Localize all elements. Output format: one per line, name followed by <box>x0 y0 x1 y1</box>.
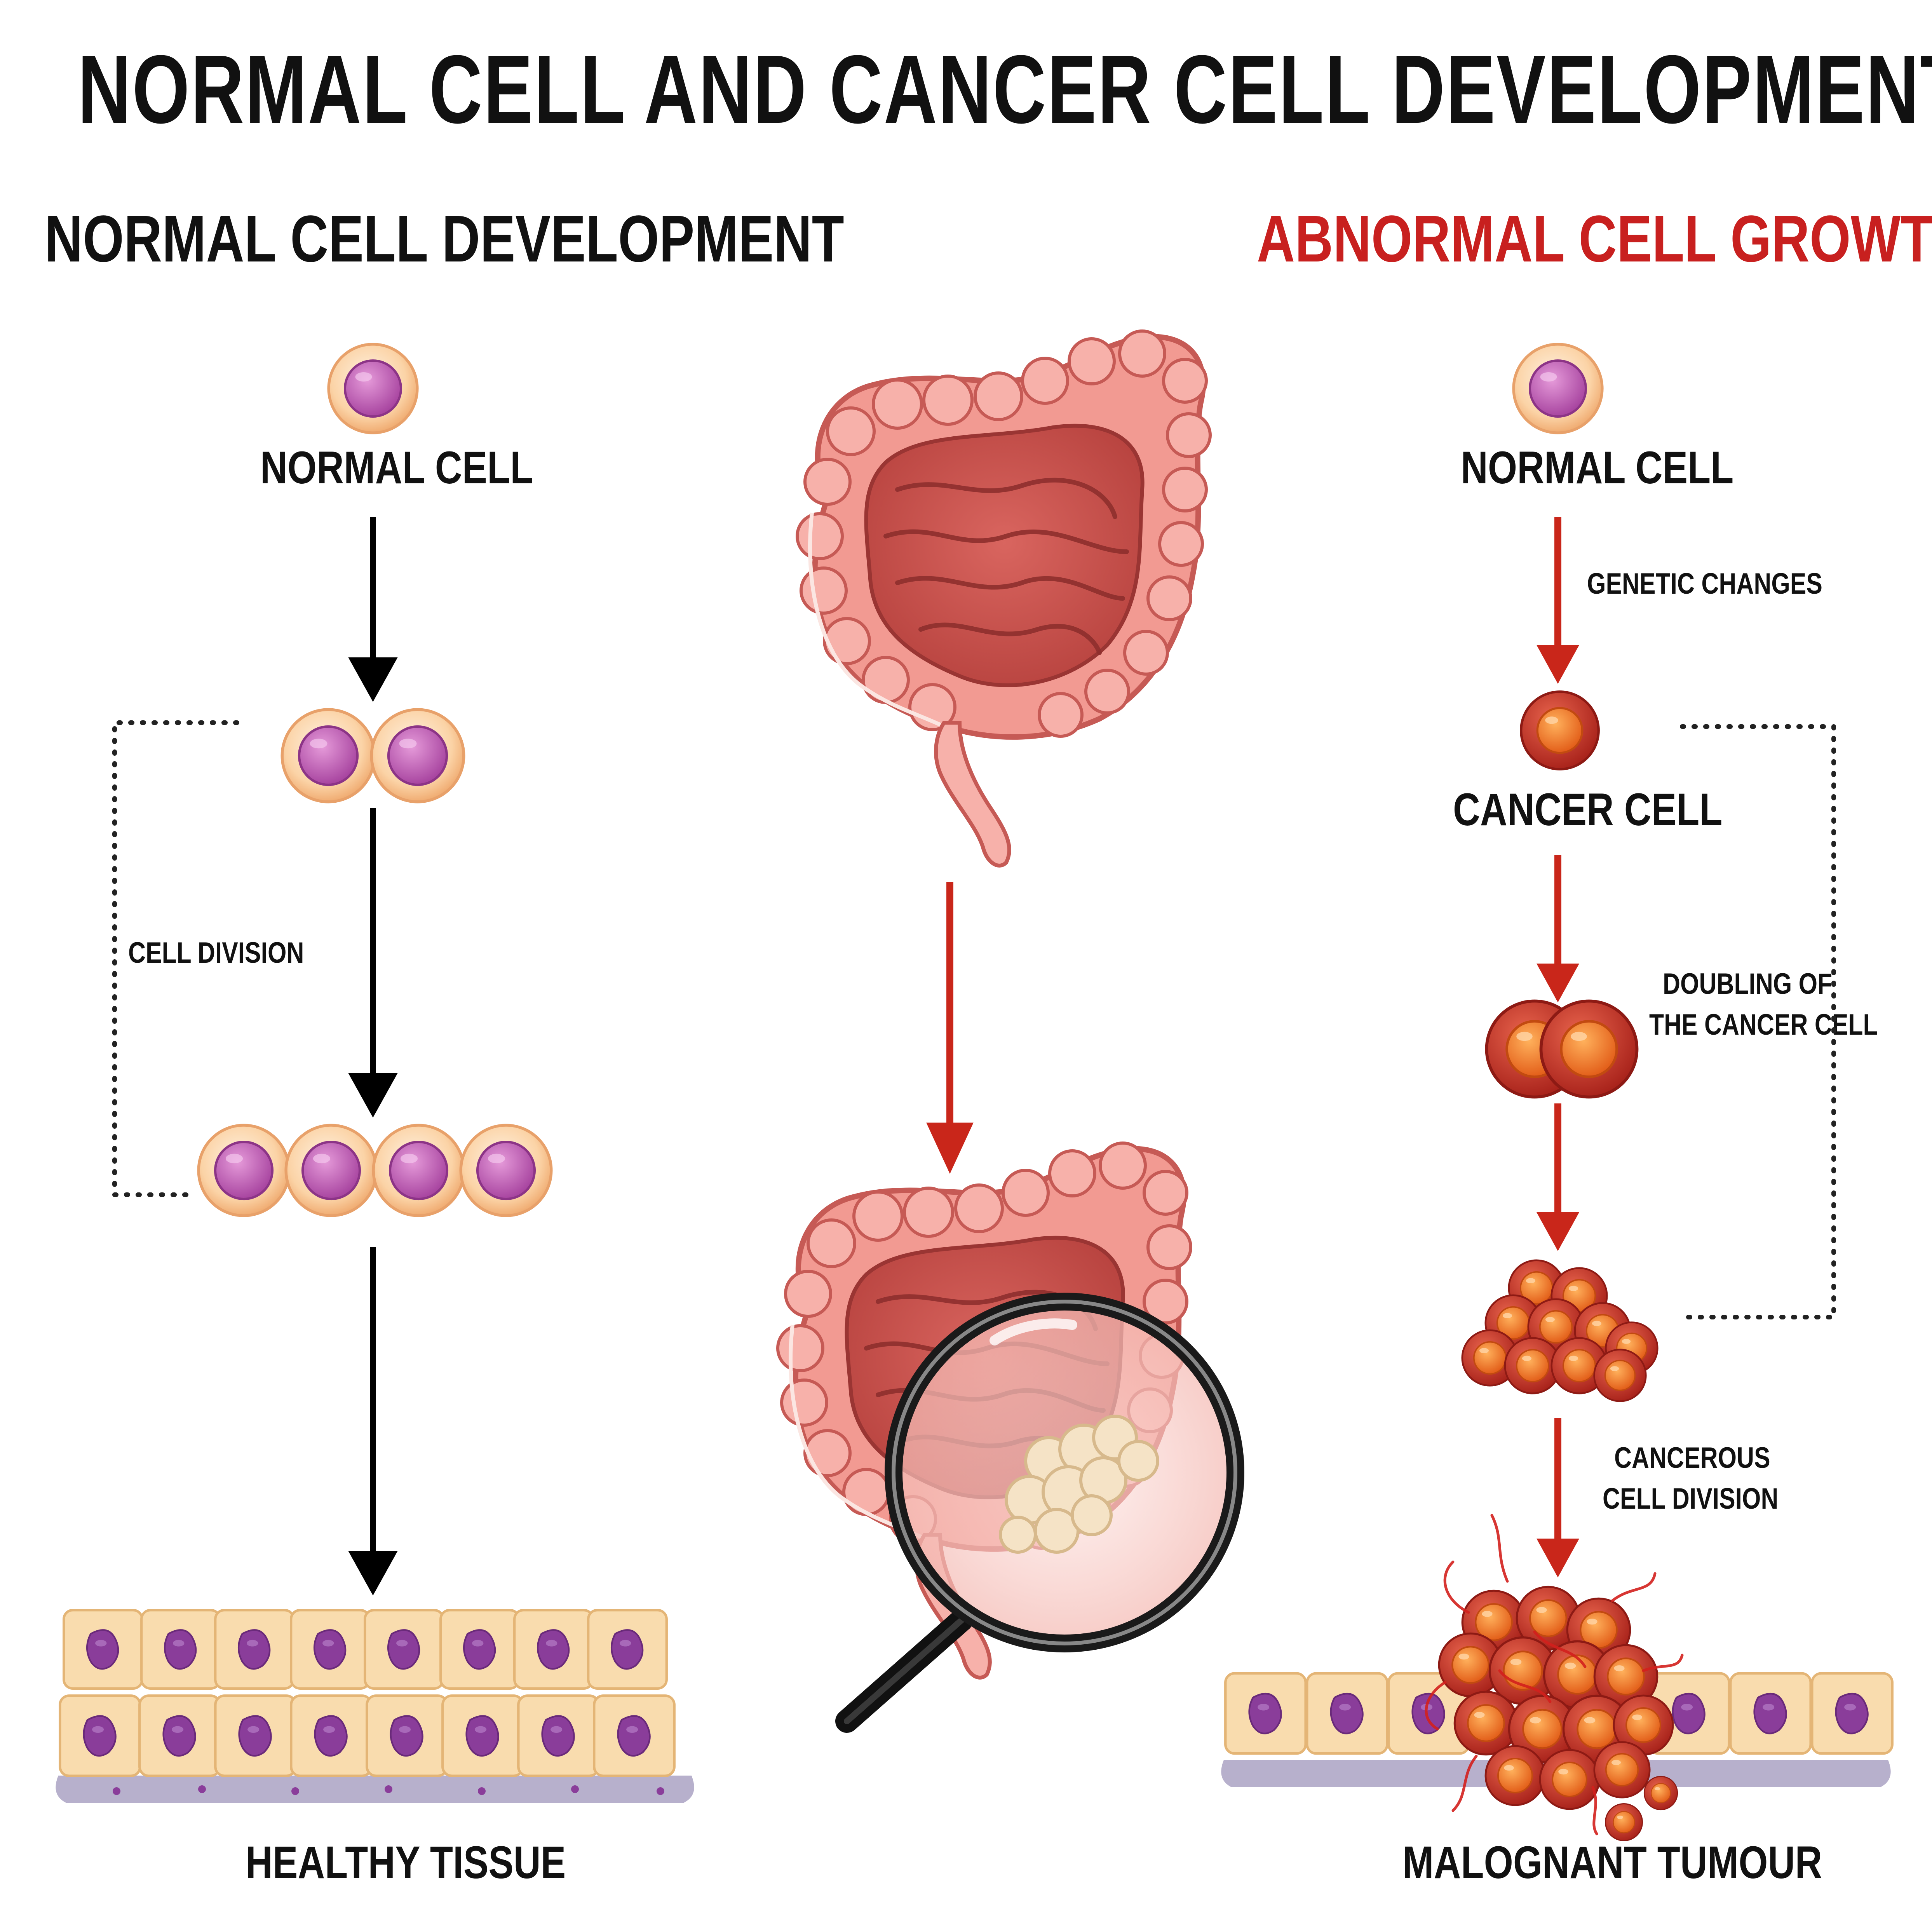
doubling-label-line2: THE CANCER CELL <box>1649 1008 1878 1041</box>
normal-development-heading: NORMAL CELL DEVELOPMENT <box>45 202 844 276</box>
abnormal-growth-heading: ABNORMAL CELL GROWTH <box>1257 202 1932 276</box>
malignant-tumour-label: MALOGNANT TUMOUR <box>1402 1837 1822 1888</box>
malignant-tumour-block <box>1221 1514 1892 1841</box>
cell-division-label: CELL DIVISION <box>128 936 304 969</box>
cancerous-division-line2: CELL DIVISION <box>1603 1482 1779 1515</box>
cancer-cell-cluster <box>1462 1260 1658 1401</box>
magnifying-glass-icon <box>835 1293 1244 1733</box>
cancerous-division-line1: CANCEROUS <box>1614 1441 1770 1474</box>
left-normal-cell-label: NORMAL CELL <box>260 442 533 493</box>
page-title: NORMAL CELL AND CANCER CELL DEVELOPMENT <box>78 35 1932 143</box>
two-normal-cells-a <box>282 709 375 802</box>
intestine-top <box>797 331 1210 866</box>
genetic-changes-label: GENETIC CHANGES <box>1587 567 1822 600</box>
four-cells-1 <box>199 1125 289 1216</box>
two-normal-cells-b <box>371 709 464 802</box>
healthy-tissue-block <box>56 1610 694 1803</box>
right-normal-cell-label: NORMAL CELL <box>1461 442 1734 493</box>
four-cells-2 <box>286 1125 376 1216</box>
left-normal-cell-icon <box>329 344 417 433</box>
doubled-cancer-cell-b <box>1541 1001 1637 1097</box>
right-normal-cell-icon <box>1514 344 1602 433</box>
healthy-tissue-label: HEALTHY TISSUE <box>246 1837 566 1888</box>
cancer-cell-icon <box>1521 692 1599 769</box>
cancer-cell-label: CANCER CELL <box>1453 784 1723 835</box>
doubling-label-line1: DOUBLING OF <box>1663 967 1833 1000</box>
four-cells-3 <box>373 1125 464 1216</box>
four-cells-4 <box>461 1125 551 1216</box>
